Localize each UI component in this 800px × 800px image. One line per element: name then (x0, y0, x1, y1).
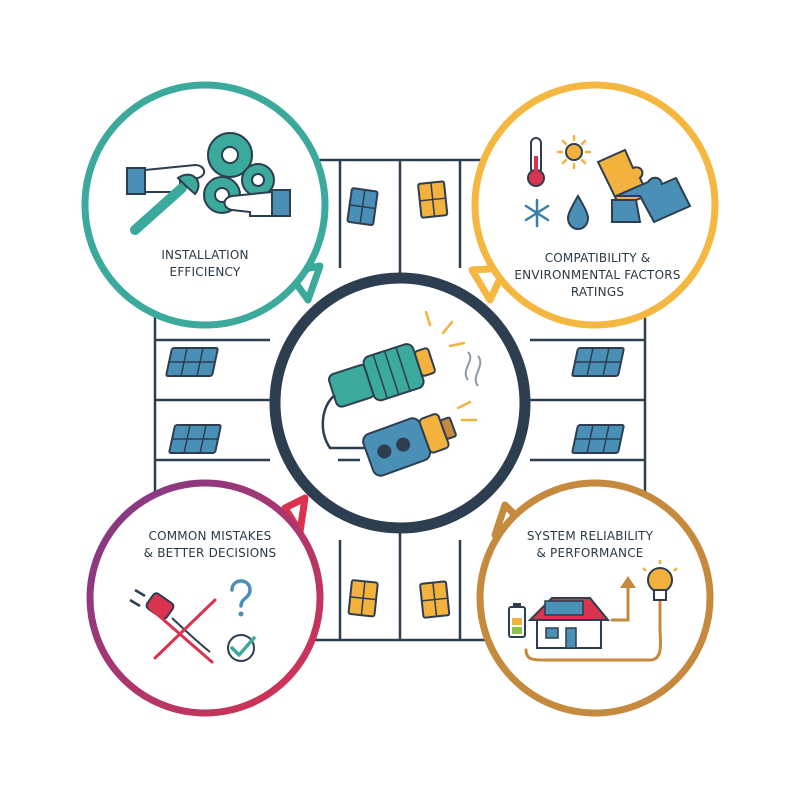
compatibility-label-line2: ENVIRONMENTAL FACTORS (514, 268, 681, 282)
installation-label-line1: INSTALLATION (161, 248, 249, 262)
installation-label-line2: EFFICIENCY (169, 265, 241, 279)
puzzle-icon (596, 148, 692, 224)
solar-panel-icon (571, 424, 625, 454)
compatibility-label-line3: RATINGS (570, 285, 625, 299)
connector-icon (362, 413, 457, 477)
mistakes-label-line1: COMMON MISTAKES (148, 529, 272, 543)
gears-icon (203, 132, 275, 214)
compatibility-label-line1: COMPATIBILITY & (544, 251, 651, 265)
solar-panel-icon (347, 579, 379, 618)
reliability-label: SYSTEM RELIABILITY & PERFORMANCE (510, 528, 670, 562)
mistakes-label: COMMON MISTAKES & BETTER DECISIONS (130, 528, 290, 562)
reliability-quadrant (476, 479, 714, 717)
bulb-icon (642, 560, 678, 601)
check-icon (227, 634, 256, 662)
solar-panel-icon (346, 187, 379, 227)
reliability-label-line1: SYSTEM RELIABILITY (526, 529, 654, 543)
mistakes-label-line2: & BETTER DECISIONS (143, 546, 277, 560)
battery-icon (508, 603, 526, 638)
connector-icon (327, 343, 436, 408)
question-icon (230, 579, 252, 617)
cross-icon (148, 598, 217, 664)
mistakes-quadrant (86, 479, 324, 717)
center-hub (269, 272, 531, 534)
solar-panel-icon (417, 180, 449, 219)
thermometer-icon (527, 137, 545, 187)
house-icon (527, 597, 611, 649)
reliability-label-line2: & PERFORMANCE (536, 546, 644, 560)
solar-panel-icon (168, 424, 222, 454)
solar-panel-icon (571, 347, 625, 377)
compatibility-quadrant (468, 81, 719, 329)
arrow-up-icon (610, 576, 636, 622)
installation-quadrant (81, 81, 329, 329)
water-drop-icon (566, 194, 590, 231)
compatibility-label: COMPATIBILITY & ENVIRONMENTAL FACTORS RA… (505, 250, 690, 301)
sun-icon (556, 134, 592, 170)
solar-panel-icon (419, 580, 451, 619)
installation-label: INSTALLATION EFFICIENCY (140, 247, 270, 281)
solar-panel-icon (165, 347, 219, 377)
wrench-icon (130, 173, 200, 235)
snowflake-icon (524, 198, 550, 228)
connection-network (153, 158, 647, 642)
spark-icon (424, 310, 478, 422)
